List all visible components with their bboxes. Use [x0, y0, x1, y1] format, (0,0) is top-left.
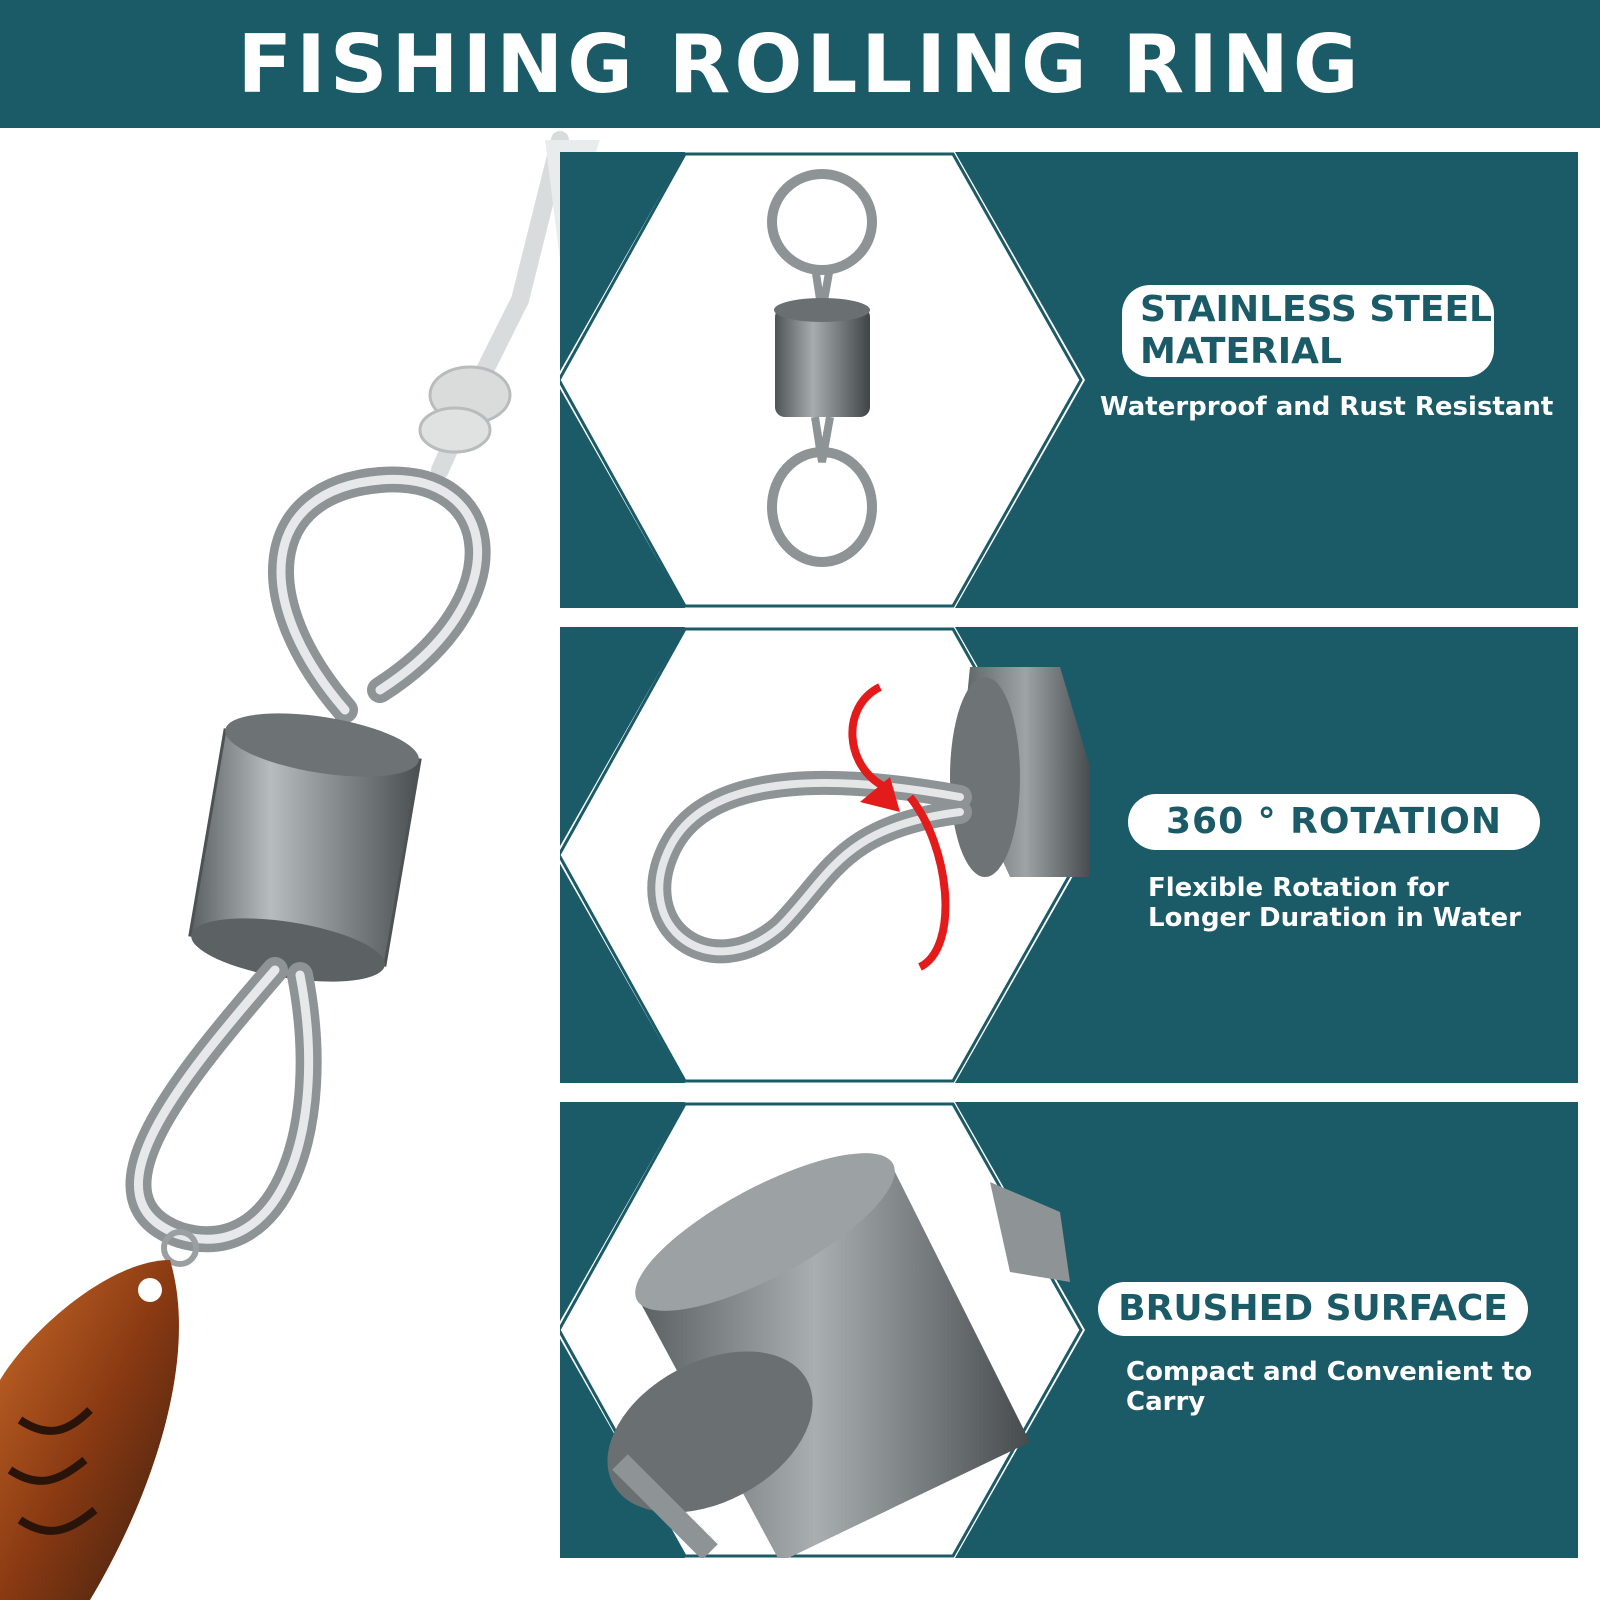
feature-panel-rotation: 360 ° ROTATION Flexible Rotation for Lon…	[560, 627, 1578, 1083]
title-banner: FISHING ROLLING RING	[0, 0, 1600, 128]
page-title: FISHING ROLLING RING	[237, 17, 1363, 111]
feature-title: 360 ° ROTATION	[1128, 794, 1540, 850]
feature-title: STAINLESS STEEL MATERIAL	[1122, 285, 1494, 377]
feature-description: Compact and Convenient to Carry	[1126, 1357, 1533, 1417]
barrel-closeup-icon	[607, 1153, 1070, 1558]
feature-description: Waterproof and Rust Resistant	[1100, 392, 1554, 422]
swivel-icon	[767, 169, 877, 567]
rotation-arrow-icon	[647, 667, 1090, 971]
feature-description: Flexible Rotation for Longer Duration in…	[1148, 873, 1521, 933]
swivel-product-image	[0, 131, 600, 1600]
feature-panel-material: STAINLESS STEEL MATERIAL Waterproof and …	[560, 152, 1578, 608]
feature-panel-surface: BRUSHED SURFACE Compact and Convenient t…	[560, 1102, 1578, 1558]
feature-title: BRUSHED SURFACE	[1098, 1282, 1528, 1336]
